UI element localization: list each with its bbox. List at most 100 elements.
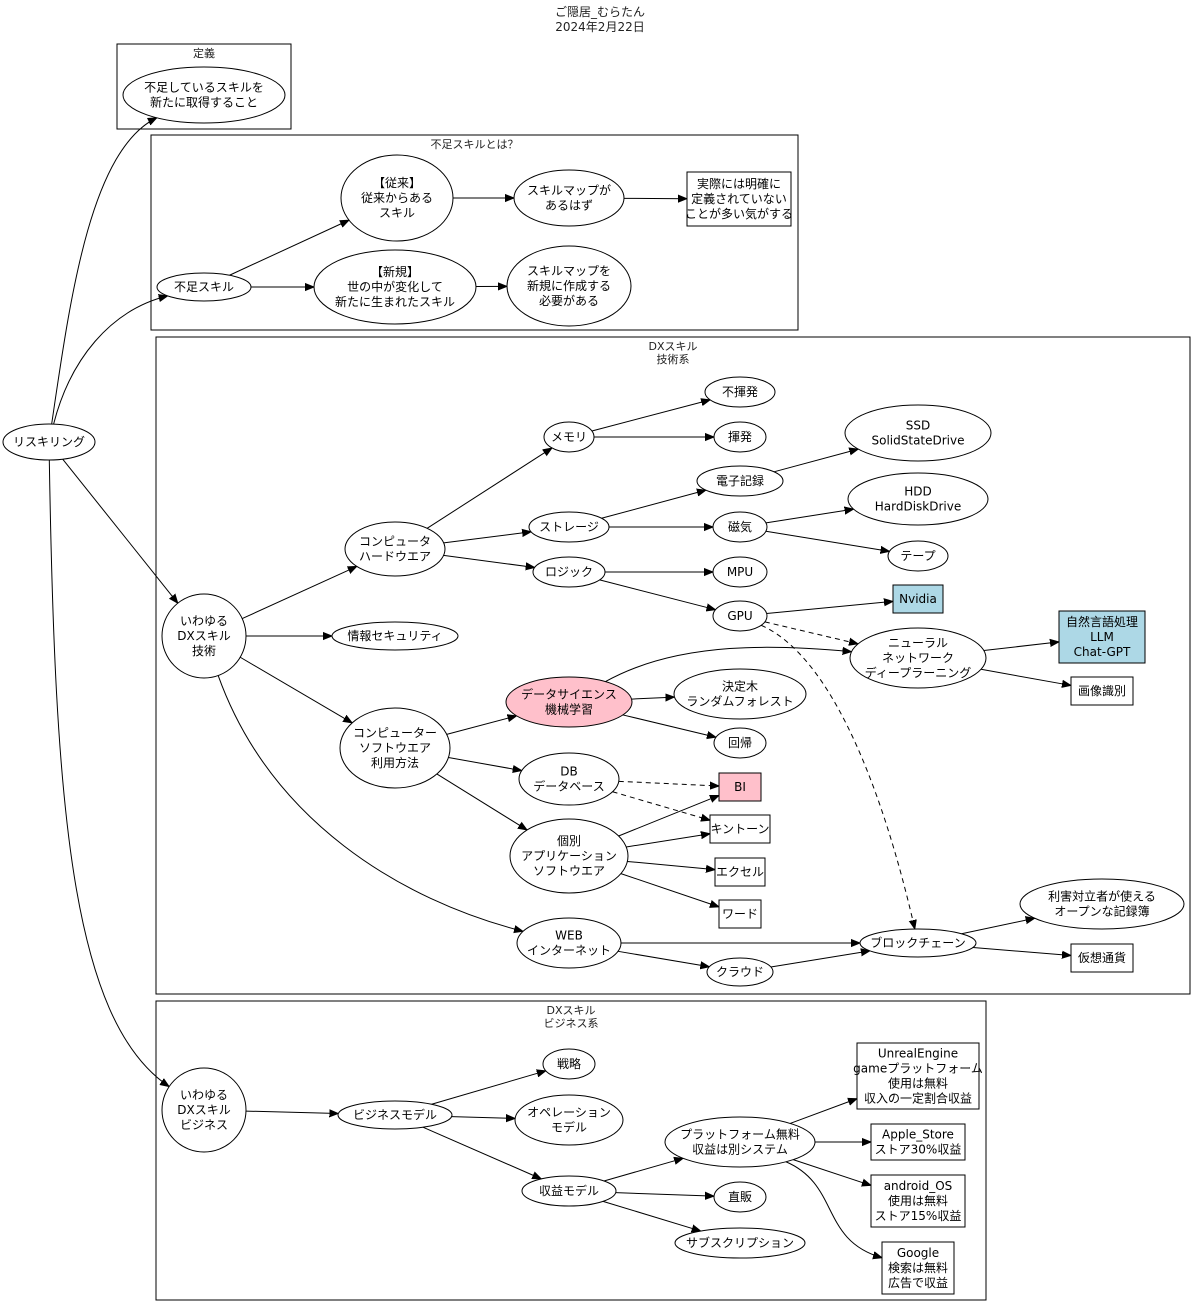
node-label: データベース — [533, 779, 604, 794]
node-ellipse — [344, 521, 446, 577]
node-bizmodel: ビジネスモデル — [337, 1100, 453, 1130]
node-label: Google — [897, 1246, 939, 1260]
node-label: 技術 — [192, 644, 216, 658]
edge-revenue-to-platform — [603, 1158, 683, 1182]
node-ellipse — [704, 376, 776, 408]
cluster-label: DXスキル — [546, 1004, 595, 1017]
edge-dx_biz-to-bizmodel — [245, 1111, 338, 1113]
node-label: エクセル — [716, 865, 764, 879]
node-label: Apple_Store — [882, 1128, 954, 1142]
node-label: ネットワーク — [882, 651, 954, 665]
node-ellipse — [887, 540, 949, 572]
node-label: 不足スキル — [174, 280, 234, 294]
node-ellipse — [1019, 878, 1185, 930]
node-label: 回帰 — [728, 736, 752, 750]
node-label: 必要がある — [539, 293, 599, 308]
node-circle — [161, 1067, 247, 1153]
edge-platform-to-google — [785, 1161, 882, 1258]
node-label: 収益は別システム — [692, 1143, 788, 1157]
node-label: テープ — [900, 549, 935, 563]
node-label: キントーン — [710, 822, 769, 836]
node-box — [1070, 676, 1134, 706]
node-ellipse — [674, 1227, 806, 1259]
node-ellipse — [313, 249, 477, 325]
node-label: HardDiskDrive — [875, 500, 961, 514]
edge-storage-to-elec — [601, 490, 706, 519]
edge-reskill-to-dx_tech — [62, 458, 178, 603]
edge-cloud-to-bc — [770, 951, 870, 968]
node-label: インターネット — [527, 944, 611, 958]
node-label: コンピュータ — [359, 535, 431, 549]
node-ellipse — [331, 621, 459, 651]
node-label: 新規に作成する — [527, 278, 611, 293]
node-label: WEB — [555, 929, 583, 943]
edge-mag-to-hdd — [765, 509, 854, 524]
node-label: 直販 — [728, 1190, 752, 1204]
node-label: 実際には明確に — [697, 176, 781, 191]
edge-sw-to-db — [448, 757, 521, 771]
cluster-border — [150, 134, 799, 331]
node-label: ストレージ — [539, 520, 599, 534]
node-lack: 不足スキル — [156, 272, 252, 302]
node-label: android_OS — [884, 1179, 953, 1193]
edge-revenue-to-subs — [602, 1200, 701, 1231]
node-elec: 電子記録 — [696, 465, 784, 497]
node-ellipse — [713, 421, 767, 453]
node-subs: サブスクリプション — [674, 1227, 806, 1259]
node-box — [1070, 943, 1134, 973]
node-circle — [161, 593, 247, 679]
edge-db-to-kintone — [612, 791, 710, 820]
node-label: SSD — [906, 419, 930, 433]
edge-bizmodel-to-revenue — [422, 1126, 541, 1179]
edge-app-to-bi — [618, 795, 719, 837]
edge-ds-to-nn — [605, 647, 851, 683]
node-label: UnrealEngine — [878, 1047, 958, 1061]
node-label: ワード — [722, 907, 758, 921]
edge-platform-to-unreal — [789, 1099, 857, 1124]
node-label: GPU — [727, 609, 752, 623]
node-box — [1058, 610, 1146, 664]
node-label: BI — [734, 780, 746, 794]
edge-sw-to-ds — [446, 716, 517, 735]
node-img: 画像識別 — [1070, 676, 1134, 706]
edge-bizmodel-to-opmodel — [451, 1117, 515, 1119]
node-label: SolidStateDrive — [872, 434, 965, 448]
node-ellipse — [506, 245, 632, 327]
edge-hw-to-storage — [443, 532, 531, 544]
node-label: 新たに取得すること — [150, 95, 258, 110]
cluster-label: 不足スキルとは？ — [431, 138, 519, 151]
edge-web-to-cloud — [617, 950, 709, 966]
node-mpu: MPU — [712, 556, 768, 588]
edges — [48, 118, 1071, 1258]
node-ellipse — [2, 423, 96, 461]
node-label: DXスキル — [177, 629, 230, 643]
node-label: コンピューター — [353, 726, 437, 740]
node-label: メモリ — [551, 430, 587, 444]
edge-lack-to-old — [229, 220, 349, 276]
node-ellipse — [337, 1100, 453, 1130]
node-label: HDD — [904, 485, 932, 499]
edge-app-to-kintone — [626, 834, 710, 848]
node-label: あるはず — [545, 199, 593, 213]
node-label: 決定木 — [722, 679, 758, 694]
node-label: いわゆる — [180, 1088, 228, 1102]
node-label: 【新規】 — [371, 264, 419, 279]
node-cloud: クラウド — [706, 957, 774, 987]
node-label: ストア30%収益 — [875, 1143, 962, 1157]
node-label: 定義されていない — [691, 191, 787, 206]
node-ellipse — [509, 818, 629, 894]
node-label: 情報セキュリティ — [347, 629, 442, 643]
